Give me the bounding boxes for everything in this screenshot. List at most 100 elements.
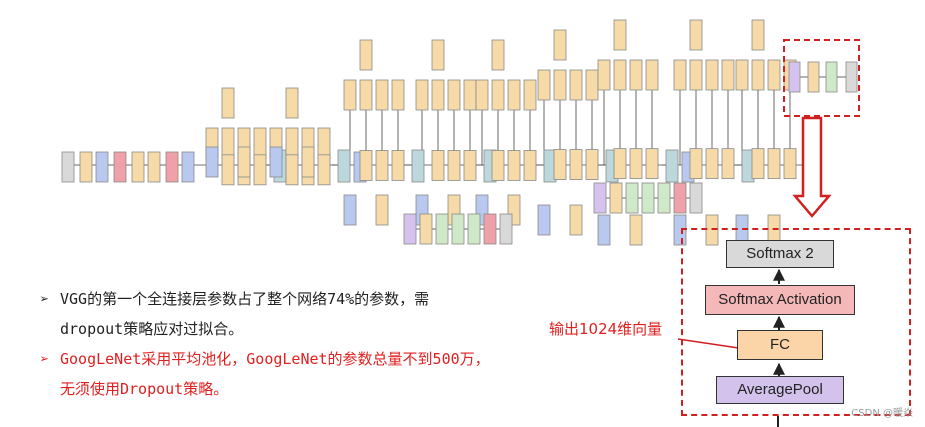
inception-conv <box>253 127 267 159</box>
aux-head-layer <box>673 182 687 214</box>
inception-conv <box>447 79 461 111</box>
inception-conv-top <box>553 29 567 61</box>
inception-conv <box>253 154 267 186</box>
inception-conv <box>613 148 627 180</box>
aux-head-layer <box>609 182 623 214</box>
inception-conv-bottom <box>569 204 583 236</box>
inception-conv <box>783 148 797 180</box>
inception-concat <box>337 149 351 183</box>
inception-conv <box>317 154 331 186</box>
inception-conv-top <box>359 39 373 71</box>
inception-conv-top <box>613 19 627 51</box>
output-head-layer <box>788 61 801 93</box>
inception-conv <box>751 59 765 91</box>
bullet-text: VGG的第一个全连接层参数占了整个网络74%的参数，需 <box>60 290 430 308</box>
output-head-layer <box>845 61 858 93</box>
stem-layer <box>95 151 109 183</box>
inception-conv <box>375 79 389 111</box>
inception-conv-bottom <box>375 194 389 226</box>
bullet-text: 无须使用Dropout策略。 <box>60 380 229 398</box>
inception-conv <box>475 79 489 111</box>
inception-conv <box>285 127 299 159</box>
inception-conv <box>343 79 357 111</box>
inception-conv <box>553 69 567 101</box>
inception-conv <box>585 69 599 101</box>
inception-conv-top <box>491 39 505 71</box>
inception-conv <box>431 150 445 181</box>
inception-conv <box>375 150 389 181</box>
bullet-marker: ➢ <box>40 350 50 368</box>
inception-conv <box>569 69 583 101</box>
aux-head-layer <box>435 213 449 245</box>
inception-conv-bottom <box>629 214 643 246</box>
inception-conv <box>523 79 537 111</box>
stem-layer <box>165 151 179 183</box>
inception-conv <box>597 59 611 91</box>
layer-fc: FC <box>737 330 823 360</box>
stem-layer <box>147 151 161 183</box>
inception-conv <box>645 59 659 91</box>
aux-head-layer <box>483 213 497 245</box>
inception-concat <box>665 149 679 183</box>
inception-conv <box>613 59 627 91</box>
inception-conv <box>447 150 461 181</box>
output-head-highlight <box>783 39 860 117</box>
inception-concat <box>411 149 425 183</box>
inception-conv-bottom <box>237 146 251 178</box>
output-head-layer <box>807 61 820 93</box>
inception-pool <box>269 146 283 178</box>
inception-conv <box>463 79 477 111</box>
inception-conv <box>491 150 505 181</box>
aux-head-layer <box>419 213 433 245</box>
layer-softmax-2: Softmax 2 <box>726 240 834 268</box>
bullet-1-line-2: dropout策略应对过拟合。 <box>40 314 560 344</box>
inception-conv <box>391 150 405 181</box>
inception-conv <box>735 59 749 91</box>
stem-layer <box>79 151 93 183</box>
inception-conv <box>507 79 521 111</box>
inception-conv <box>585 149 599 180</box>
bullet-marker: ➢ <box>40 290 50 308</box>
aux-head-layer <box>689 182 703 214</box>
bullet-2-line-2: 无须使用Dropout策略。 <box>40 374 560 404</box>
inception-conv <box>431 79 445 111</box>
inception-conv <box>721 148 735 180</box>
inception-pool <box>537 204 551 236</box>
bullet-text: GoogLeNet采用平均池化，GoogLeNet的参数总量不到500万， <box>60 350 490 368</box>
fc-output-annotation: 输出1024维向量 <box>549 320 663 338</box>
detail-arrows <box>773 268 785 376</box>
aux-head-layer <box>625 182 639 214</box>
inception-conv <box>569 149 583 180</box>
inception-conv <box>553 149 567 180</box>
inception-conv <box>537 69 551 101</box>
aux-head-layer <box>657 182 671 214</box>
inception-conv <box>463 150 477 181</box>
inception-conv <box>415 79 429 111</box>
inception-pool <box>205 146 219 178</box>
inception-conv <box>221 127 235 159</box>
aux-head-layer <box>403 213 417 245</box>
watermark: CSDN @暖焱 <box>851 408 913 419</box>
inception-conv <box>629 148 643 180</box>
inception-conv <box>689 59 703 91</box>
bullet-list: ➢ VGG的第一个全连接层参数占了整个网络74%的参数，需 dropout策略应对过… <box>40 284 560 404</box>
inception-conv <box>507 150 521 181</box>
stem-layer <box>131 151 145 183</box>
inception-conv <box>721 59 735 91</box>
stem-layer <box>113 151 127 183</box>
bullet-2-line-1: ➢ GoogLeNet采用平均池化，GoogLeNet的参数总量不到500万， <box>40 344 560 374</box>
inception-conv <box>221 154 235 186</box>
inception-conv <box>645 148 659 180</box>
stem-layer <box>61 151 75 183</box>
inception-conv-bottom <box>301 146 315 178</box>
layer-softmax-activation: Softmax Activation <box>705 285 855 315</box>
inception-conv-top <box>751 19 765 51</box>
inception-conv <box>317 127 331 159</box>
inception-conv-top <box>431 39 445 71</box>
inception-pool <box>597 214 611 246</box>
inception-conv <box>673 59 687 91</box>
aux-head-layer <box>641 182 655 214</box>
aux-head-layer <box>467 213 481 245</box>
inception-conv <box>705 148 719 180</box>
inception-conv-top <box>689 19 703 51</box>
